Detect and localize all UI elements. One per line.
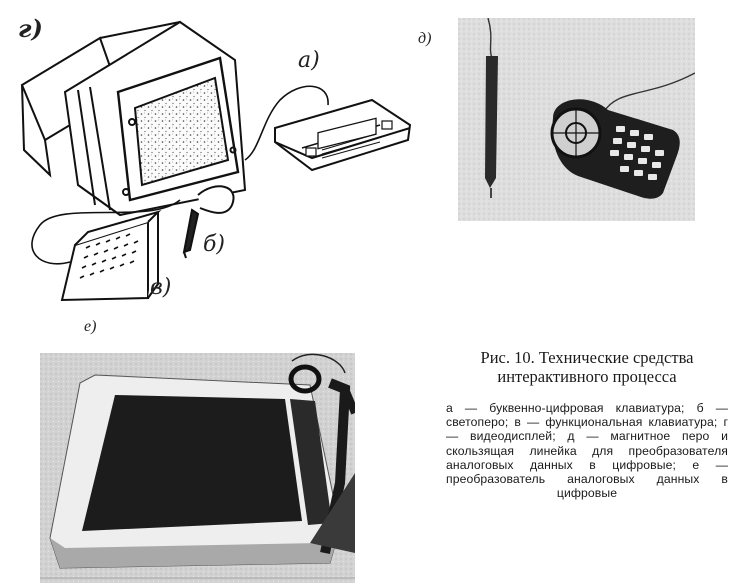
magnetic-pen-photo	[458, 18, 695, 221]
digitizer-tablet-photo	[40, 353, 355, 583]
terminal-drawing	[20, 20, 412, 302]
panel-label-v: в)	[150, 275, 172, 300]
panel-label-d: д)	[418, 30, 432, 47]
cable	[31, 199, 181, 265]
video-display	[20, 20, 247, 217]
panel-label-b: б)	[203, 232, 226, 257]
function-keyboard	[60, 209, 162, 302]
panel-label-g: г)	[18, 14, 43, 43]
cursor-puck	[550, 99, 680, 199]
alphanumeric-keyboard	[274, 98, 412, 172]
panel-label-e: е)	[84, 318, 97, 335]
light-pen	[182, 185, 235, 259]
figure-caption-title: Рис. 10. Технические средства интерактив…	[480, 348, 694, 386]
panel-label-a: a)	[298, 48, 320, 73]
figure-caption-legend: а — буквенно-цифровая клавиатура; б — св…	[446, 401, 728, 501]
cable	[244, 85, 329, 161]
